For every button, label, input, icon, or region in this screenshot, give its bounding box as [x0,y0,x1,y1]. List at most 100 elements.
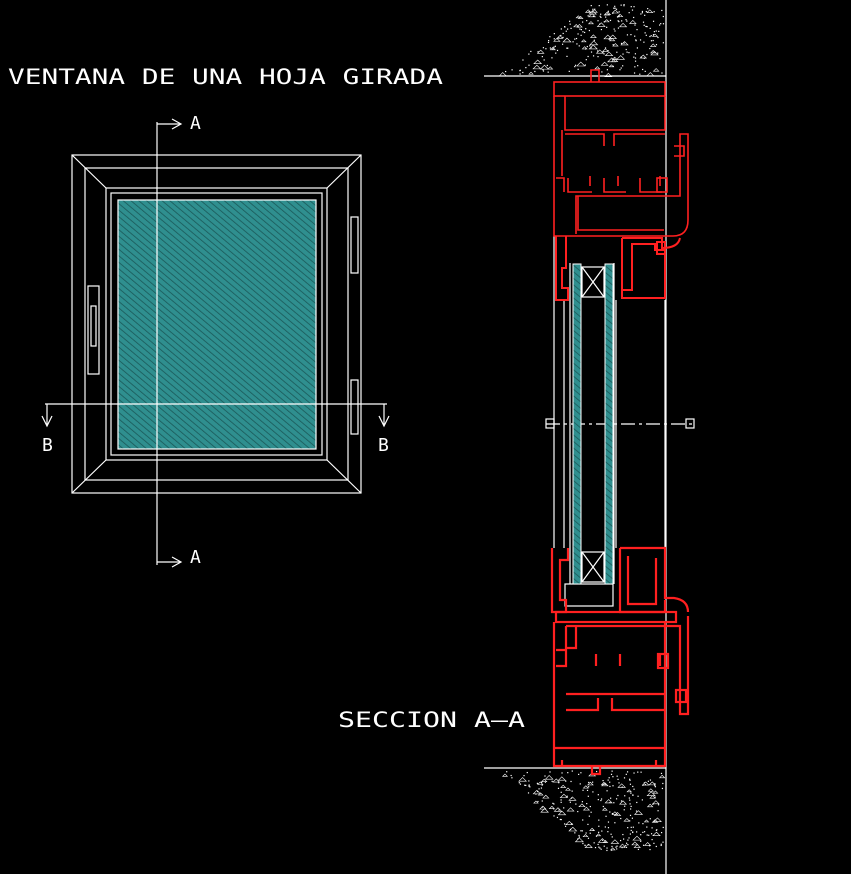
wall-speckle-dot [631,9,634,11]
wall-speckle-dot [635,810,638,812]
wall-speckle-dot [597,799,599,801]
wall-aggregate-mark [643,819,650,823]
wall-aggregate-mark [632,835,642,841]
wall-speckle-dot [603,21,605,23]
wall-speckle-dot [602,51,604,53]
wall-speckle-dot [540,787,543,789]
wall-speckle-dot [603,845,605,847]
wall-aggregate-mark [604,72,613,77]
wall-speckle-dot [660,844,662,847]
wall-speckle-dot [528,64,530,66]
wall-speckle-dot [562,32,564,35]
wall-aggregate-mark [559,793,569,799]
wall-speckle-dot [637,848,640,851]
wall-aggregate-mark [589,34,597,38]
wall-speckle-dot [586,20,588,22]
wall-speckle-dot [649,35,651,38]
wall-speckle-dot [660,831,663,834]
wall-speckle-dot [630,805,632,808]
wall-speckle-dot [618,782,620,784]
wall-aggregate-mark [584,843,593,848]
cut-label-b-right: B [378,435,389,456]
wall-speckle-dot [652,39,654,42]
wall-aggregate-mark [582,806,590,811]
wall-speckle-dot [569,20,571,22]
wall-speckle-top [498,4,665,77]
wall-speckle-dot [556,49,559,52]
wall-speckle-dot [609,781,611,783]
wall-speckle-dot [534,70,536,73]
wall-speckle-dot [564,825,567,827]
wall-speckle-dot [549,47,552,49]
wall-speckle-dot [635,40,637,42]
wall-speckle-dot [555,52,557,54]
wall-aggregate-mark [576,24,583,28]
wall-speckle-dot [572,41,574,43]
wall-aggregate-mark [601,807,608,811]
wall-speckle-dot [618,16,620,18]
wall-speckle-dot [577,68,579,70]
wall-speckle-dot [548,40,550,42]
wall-aggregate-mark [633,844,641,848]
wall-speckle-dot [542,47,545,49]
wall-speckle-dot [590,4,592,7]
wall-speckle-dot [629,814,632,816]
wall-speckle-dot [660,772,663,775]
wall-speckle-dot [524,784,526,786]
wall-speckle-dot [611,836,613,838]
wall-aggregate-mark [532,789,542,795]
wall-aggregate-mark [588,10,597,15]
wall-speckle-dot [589,832,591,834]
wall-speckle-dot [647,780,649,782]
wall-speckle-dot [612,44,614,46]
wall-speckle-dot [595,770,598,773]
wall-speckle-dot [623,809,625,811]
wall-aggregate-mark [610,839,620,844]
wall-aggregate-mark [646,803,654,808]
wall-speckle-dot [662,23,665,25]
wall-speckle-dot [650,40,653,42]
wall-aggregate-mark [612,43,619,47]
wall-speckle-dot [653,11,655,13]
wall-speckle-dot [610,773,613,775]
wall-speckle-dot [576,43,578,45]
wall-speckle-dot [579,783,581,785]
wall-aggregate-mark [568,796,577,801]
wall-speckle-dot [518,782,520,784]
wall-speckle-dot [635,39,637,41]
wall-speckle-dot [634,57,637,59]
wall-speckle-dot [577,810,579,813]
wall-speckle-dot [549,771,551,773]
wall-speckle-dot [616,848,618,850]
wall-speckle-dot [612,65,614,68]
wall-speckle-dot [608,777,610,779]
wall-speckle-dot [630,826,632,828]
wall-speckle-dot [541,800,543,802]
wall-speckle-dot [645,25,647,28]
wall-speckle-dot [651,827,653,829]
wall-speckle-dot [625,48,627,51]
wall-speckle-dot [629,820,631,822]
wall-speckle-dot [611,849,613,851]
wall-speckle-dot [637,771,639,773]
wall-speckle-dot [642,784,644,786]
wall-speckle-dot [575,803,577,805]
wall-speckle-dot [661,9,663,12]
wall-speckle-dot [615,8,618,10]
wall-speckle-dot [557,787,560,789]
wall-speckle-dot [553,815,555,817]
wall-speckle-dot [579,28,581,30]
wall-speckle-dot [569,23,571,25]
wall-speckle-dot [617,27,620,29]
wall-speckle-dot [584,64,586,66]
wall-speckle-dot [602,805,604,808]
wall-aggregate-mark [608,34,618,39]
wall-aggregate-mark [565,787,571,791]
wall-speckle-dot [659,24,661,26]
wall-speckle-dot [612,12,614,14]
sash-inner-edge [110,192,323,456]
wall-speckle-dot [603,53,605,55]
wall-speckle-dot [565,780,567,782]
wall-aggregate-mark [548,805,555,809]
frame-miter-bl [71,459,107,494]
